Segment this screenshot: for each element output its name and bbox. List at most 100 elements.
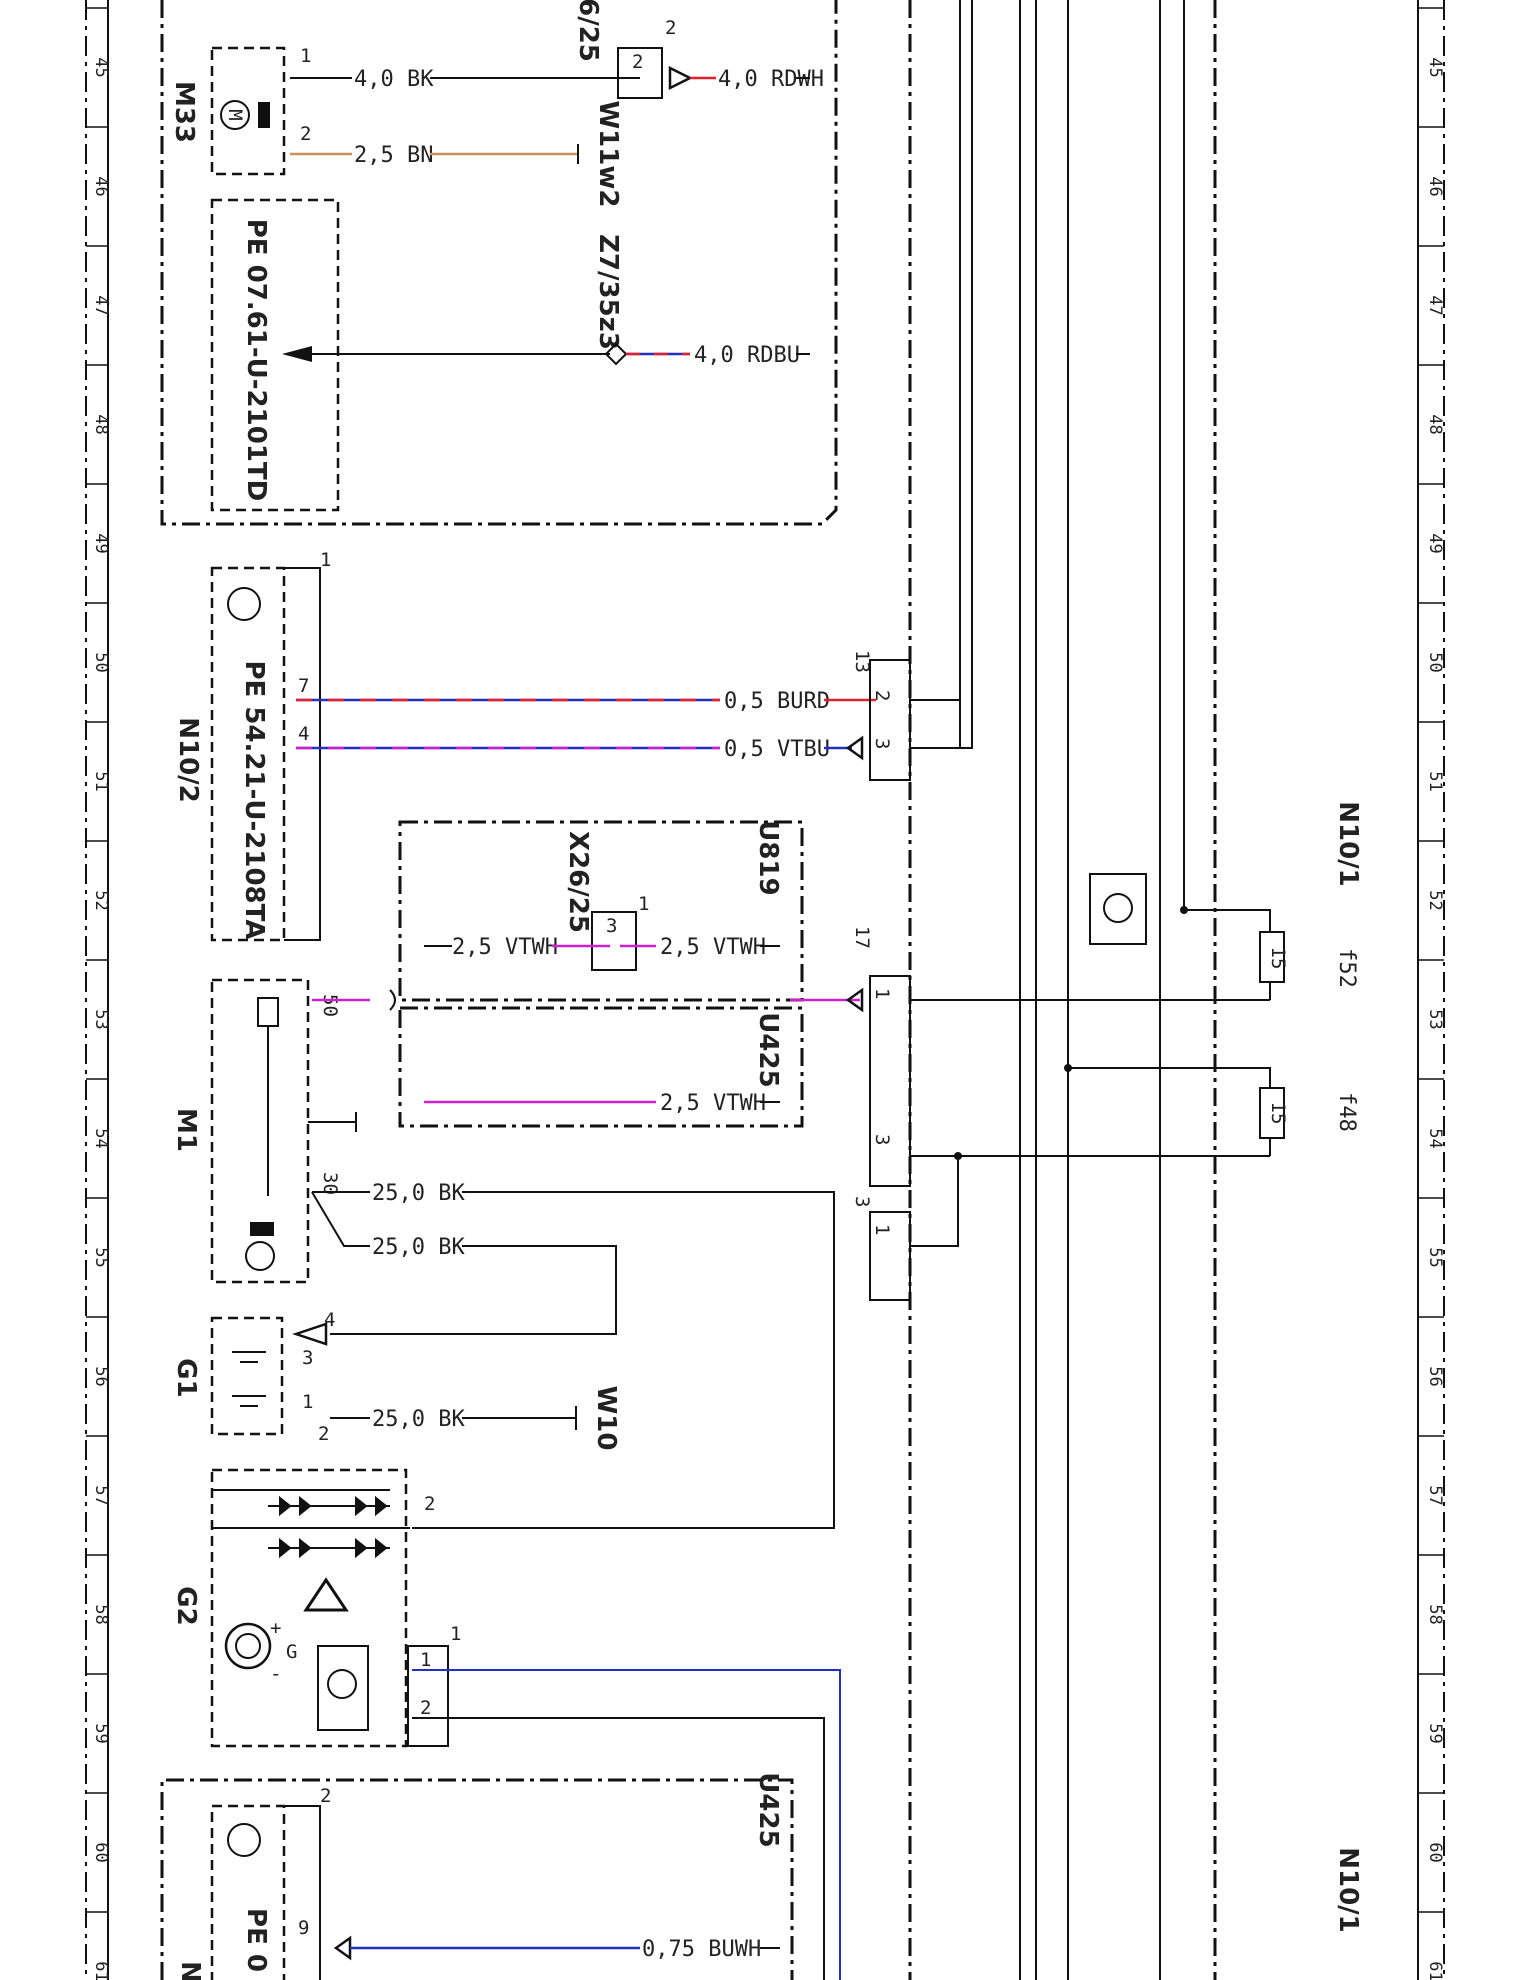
fuse-f48 bbox=[1259, 1087, 1285, 1139]
ruler-row-number-left: 49 bbox=[91, 533, 111, 553]
component-g1: G1 bbox=[171, 1358, 201, 1397]
m33-box bbox=[210, 46, 286, 176]
ruler-row-number-right: 48 bbox=[1425, 414, 1445, 434]
wire-label-w11: 25,0 BK bbox=[372, 1235, 465, 1260]
ruler-row-number-left: 60 bbox=[91, 1842, 111, 1862]
component-n10-2: N10/2 bbox=[173, 717, 203, 803]
ruler-row-number-right: 56 bbox=[1425, 1366, 1445, 1386]
fuse-f48-label: f48 bbox=[1334, 1092, 1359, 1132]
fuse-f52 bbox=[1259, 931, 1285, 983]
pin-g2-plus: + bbox=[270, 1617, 281, 1639]
pin-x26-3: 3 bbox=[606, 915, 617, 937]
pin-n102-4: 4 bbox=[298, 723, 309, 745]
ruler-row-number-right: 58 bbox=[1425, 1604, 1445, 1624]
transistor-icon bbox=[227, 587, 261, 621]
sensor-icon bbox=[258, 102, 270, 128]
ruler-row-number-left: 56 bbox=[91, 1366, 111, 1386]
ruler-row-number-right: 51 bbox=[1425, 771, 1445, 791]
reference-pe0: PE 0 bbox=[241, 1908, 271, 1972]
pin-n101-3: 3 bbox=[871, 738, 893, 749]
reference-pe54: PE 54.21-U-2108TA bbox=[239, 660, 269, 939]
ruler-row-number-right: 60 bbox=[1425, 1842, 1445, 1862]
wire-label-w3: 2,5 BN bbox=[354, 143, 433, 168]
wire-label-w7: 2,5 VTWH bbox=[452, 935, 558, 960]
pin-g1-4: 4 bbox=[324, 1309, 335, 1331]
pin-n101-3b: 3 bbox=[871, 1134, 893, 1145]
fuse-f48-rating: 15 bbox=[1267, 1102, 1289, 1125]
ruler-row-number-left: 59 bbox=[91, 1723, 111, 1743]
component-u819: U819 bbox=[753, 820, 783, 895]
pin-n101-13: 13 bbox=[851, 650, 873, 673]
component-m1: M1 bbox=[171, 1108, 201, 1152]
pin-g2-1: 1 bbox=[450, 1623, 461, 1645]
ruler-row-number-left: 53 bbox=[91, 1009, 111, 1029]
connector-w10: W10 bbox=[591, 1386, 621, 1451]
ruler-row-number-left: 61 bbox=[91, 1961, 111, 1980]
top-block: M M33 1 2 4,0 BK 6/25 2 2 4,0 RDWH 2,5 B… bbox=[160, 0, 838, 526]
pin-n102-1: 1 bbox=[320, 549, 331, 571]
wire-label-w10: 25,0 BK bbox=[372, 1181, 465, 1206]
pin-m33-1: 1 bbox=[300, 45, 311, 67]
u819-block: U819 X26/25 1 3 2,5 VTWH 2,5 VTWH bbox=[398, 820, 804, 1002]
fuse-f52-label: f52 bbox=[1334, 948, 1359, 988]
u425-mid-box bbox=[398, 1006, 804, 1128]
component-u425-mid: U425 bbox=[753, 1012, 783, 1087]
pin-g2-2b: 2 bbox=[420, 1697, 431, 1719]
right-ruler bbox=[1417, 0, 1445, 1980]
g1-box bbox=[210, 1316, 284, 1436]
connector-w11w2: W11w2 bbox=[593, 101, 623, 208]
motor-symbol: M bbox=[224, 109, 246, 120]
wire-label-w12: 25,0 BK bbox=[372, 1407, 465, 1432]
component-n10-1-bottom: N10/1 bbox=[1333, 1847, 1363, 1933]
pin-n102-7: 7 bbox=[298, 675, 309, 697]
ruler-row-number-right: 49 bbox=[1425, 533, 1445, 553]
pin-m33-2: 2 bbox=[300, 123, 311, 145]
ruler-row-number-left: 57 bbox=[91, 1485, 111, 1505]
g2-rotor-icon bbox=[224, 1622, 272, 1670]
pin-g2-2: 2 bbox=[424, 1493, 435, 1515]
wire-label-w4: 4,0 RDBU bbox=[694, 343, 800, 368]
pin-g1-2: 2 bbox=[318, 1423, 329, 1445]
ruler-row-number-left: 58 bbox=[91, 1604, 111, 1624]
pin-m1-30: 30 bbox=[319, 1172, 341, 1195]
ruler-row-number-left: 48 bbox=[91, 414, 111, 434]
g1-block: G1 4 3 1 2 25,0 BK W10 bbox=[171, 1309, 621, 1450]
connector-x625: 6/25 bbox=[573, 0, 603, 62]
rectifier-diodes bbox=[212, 1489, 410, 1612]
wire-label-w6: 0,5 VTBU bbox=[724, 737, 830, 762]
ruler-row-number-left: 52 bbox=[91, 890, 111, 910]
pin-g1-1: 1 bbox=[302, 1391, 313, 1413]
ruler-row-number-left: 50 bbox=[91, 652, 111, 672]
bottom-block: U425 PE 0 N 2 9 0,75 BUWH N10/1 bbox=[160, 1772, 1363, 1980]
ruler-row-number-right: 53 bbox=[1425, 1009, 1445, 1029]
n-transistor-icon bbox=[227, 1823, 261, 1857]
g2-block: + G - G2 2 1 1 2 bbox=[171, 1468, 841, 1980]
component-m33: M33 bbox=[169, 81, 199, 143]
control-unit-icon bbox=[1089, 873, 1147, 945]
pin-n101-1b: 1 bbox=[871, 1224, 893, 1235]
pin-n101-2: 2 bbox=[871, 690, 893, 701]
n10-2-box bbox=[210, 566, 286, 942]
ruler-row-number-right: 59 bbox=[1425, 1723, 1445, 1743]
ruler-row-number-right: 45 bbox=[1425, 57, 1445, 77]
n10-2-block: PE 54.21-U-2108TA N10/2 1 7 4 0,5 BURD 0… bbox=[173, 0, 973, 942]
pin-g2-minus: - bbox=[270, 1663, 281, 1685]
ruler-row-number-right: 55 bbox=[1425, 1247, 1445, 1267]
connector-z7: Z7/35z3 bbox=[593, 234, 623, 350]
pin-x625-2: 2 bbox=[665, 17, 676, 39]
wire-label-w5: 0,5 BURD bbox=[724, 689, 830, 714]
wire-label-w2: 4,0 RDWH bbox=[718, 67, 824, 92]
motor-icon bbox=[220, 100, 250, 130]
ruler-row-number-right: 52 bbox=[1425, 890, 1445, 910]
pin-n-9: 9 bbox=[298, 1917, 309, 1939]
pin-n101-1: 1 bbox=[871, 988, 893, 999]
ruler-row-number-right: 46 bbox=[1425, 176, 1445, 196]
u819-box bbox=[398, 820, 804, 1002]
pin-m1-50: 50 bbox=[319, 994, 341, 1017]
left-ruler bbox=[85, 0, 109, 1980]
wire-label-w8: 2,5 VTWH bbox=[660, 935, 766, 960]
pin-n-2: 2 bbox=[320, 1785, 331, 1807]
fuse-f52-rating: 15 bbox=[1267, 947, 1289, 970]
